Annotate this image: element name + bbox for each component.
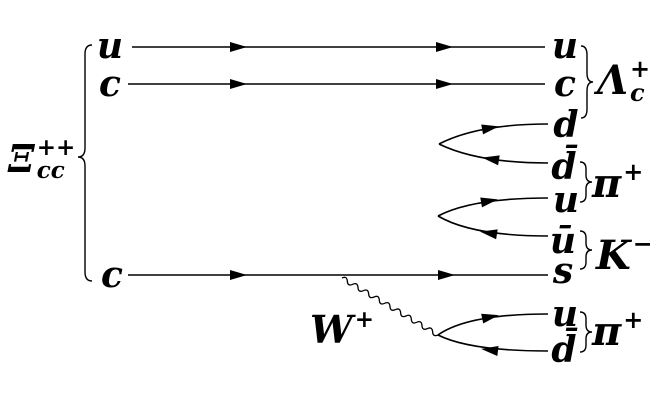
quark-label-out-d: d — [553, 104, 579, 146]
lambda-subscript: c — [630, 78, 645, 107]
pi-plus-brace-2 — [579, 311, 593, 353]
w-boson-label: W+ — [310, 308, 374, 352]
initial-state-brace — [77, 44, 93, 282]
quark-label-out-u3: u — [551, 293, 579, 335]
quark-label-in-u: u — [96, 25, 124, 67]
arrowhead — [230, 42, 247, 52]
hadron-label-pi-plus-1: π+ — [592, 160, 643, 208]
arrowhead — [480, 229, 498, 240]
pi-symbol: π — [592, 308, 622, 355]
arrowhead — [481, 124, 499, 135]
quark-label-out-u2: u — [552, 179, 580, 221]
hadron-label-pi-plus-2: π+ — [592, 308, 643, 356]
initial-baryon-label: Ξ++cc — [8, 136, 75, 182]
lambda-symbol: Λ — [597, 57, 629, 104]
initial-baryon-symbol: Ξ — [8, 136, 35, 181]
arrowhead — [436, 42, 453, 52]
quark-label-out-dbar2: d̄ — [551, 329, 577, 371]
w-symbol: W — [310, 307, 353, 352]
arrowhead — [438, 270, 455, 280]
quark-label-out-ubar: ū — [549, 220, 577, 262]
quark-line-u-from-w — [437, 313, 549, 336]
initial-baryon-subscript: cc — [36, 157, 65, 184]
hadron-label-lambda-c: Λ+c — [597, 57, 650, 105]
kaon-symbol: K — [596, 232, 631, 279]
arrowhead — [482, 155, 500, 166]
grouping-braces — [77, 44, 594, 353]
pi-symbol: π — [592, 160, 622, 207]
lambda-superscript: + — [630, 54, 650, 83]
quark-label-out-dbar1: d̄ — [551, 146, 577, 188]
w-superscript: + — [354, 306, 374, 333]
w-boson-wavy-line — [341, 276, 439, 337]
pi-plus-brace-1 — [579, 161, 593, 203]
arrowhead — [480, 197, 498, 208]
kaon-superscript: − — [633, 232, 650, 256]
quark-label-in-c2: c — [101, 254, 123, 296]
arrowhead — [481, 346, 499, 356]
arrowhead — [481, 313, 499, 324]
lambda-c-brace — [580, 45, 594, 119]
arrowhead — [436, 79, 453, 89]
arrowhead — [230, 79, 247, 89]
hadron-label-kaon-minus: K− — [596, 232, 650, 280]
antiquark-line-dbar-from-w — [437, 334, 549, 352]
quark-label-in-c1: c — [99, 63, 121, 105]
pi-superscript: + — [623, 157, 644, 186]
quark-label-out-s: s — [552, 250, 574, 292]
arrowhead — [230, 270, 247, 280]
initial-baryon-superscript: ++ — [36, 134, 76, 161]
antiquark-line-ubar-pair2 — [437, 215, 549, 237]
arrowheads — [230, 42, 500, 356]
quark-label-out-u1: u — [551, 25, 579, 67]
quark-label-out-c: c — [554, 63, 576, 105]
kaon-brace — [579, 230, 593, 270]
pi-superscript: + — [623, 305, 644, 334]
